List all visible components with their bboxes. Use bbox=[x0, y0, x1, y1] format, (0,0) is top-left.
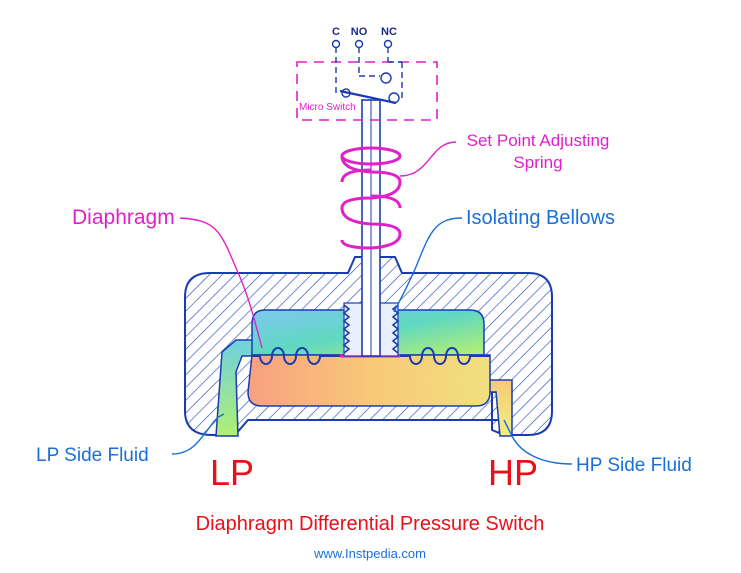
hp-side-fluid-label: HP Side Fluid bbox=[576, 455, 692, 476]
diagram-title: Diaphragm Differential Pressure Switch bbox=[196, 513, 545, 535]
bellows-leader bbox=[393, 217, 463, 313]
hp-label: HP bbox=[488, 452, 538, 493]
diaphragm-label: Diaphragm bbox=[72, 206, 175, 229]
spring-label-line2: Spring bbox=[513, 153, 562, 172]
website-link[interactable]: www.Instpedia.com bbox=[313, 546, 426, 561]
isolating-bellows-label: Isolating Bellows bbox=[466, 207, 615, 229]
lp-fluid-leader bbox=[171, 413, 225, 455]
lp-label: LP bbox=[210, 452, 254, 493]
contact-nc-label: NC bbox=[381, 26, 397, 38]
stem bbox=[361, 99, 381, 357]
set-point-spring bbox=[340, 146, 402, 250]
lower-chamber bbox=[247, 354, 491, 407]
contact-no-label: NO bbox=[351, 26, 368, 38]
micro-switch-label: Micro Switch bbox=[299, 102, 356, 113]
hp-fluid-leader bbox=[503, 419, 573, 465]
contact-c-label: C bbox=[332, 26, 340, 38]
lp-side-fluid-label: LP Side Fluid bbox=[36, 445, 149, 466]
micro-switch bbox=[296, 39, 438, 121]
spring-label-line1: Set Point Adjusting bbox=[467, 131, 610, 150]
spring-leader bbox=[399, 141, 457, 177]
diaphragm-leader bbox=[179, 217, 263, 349]
